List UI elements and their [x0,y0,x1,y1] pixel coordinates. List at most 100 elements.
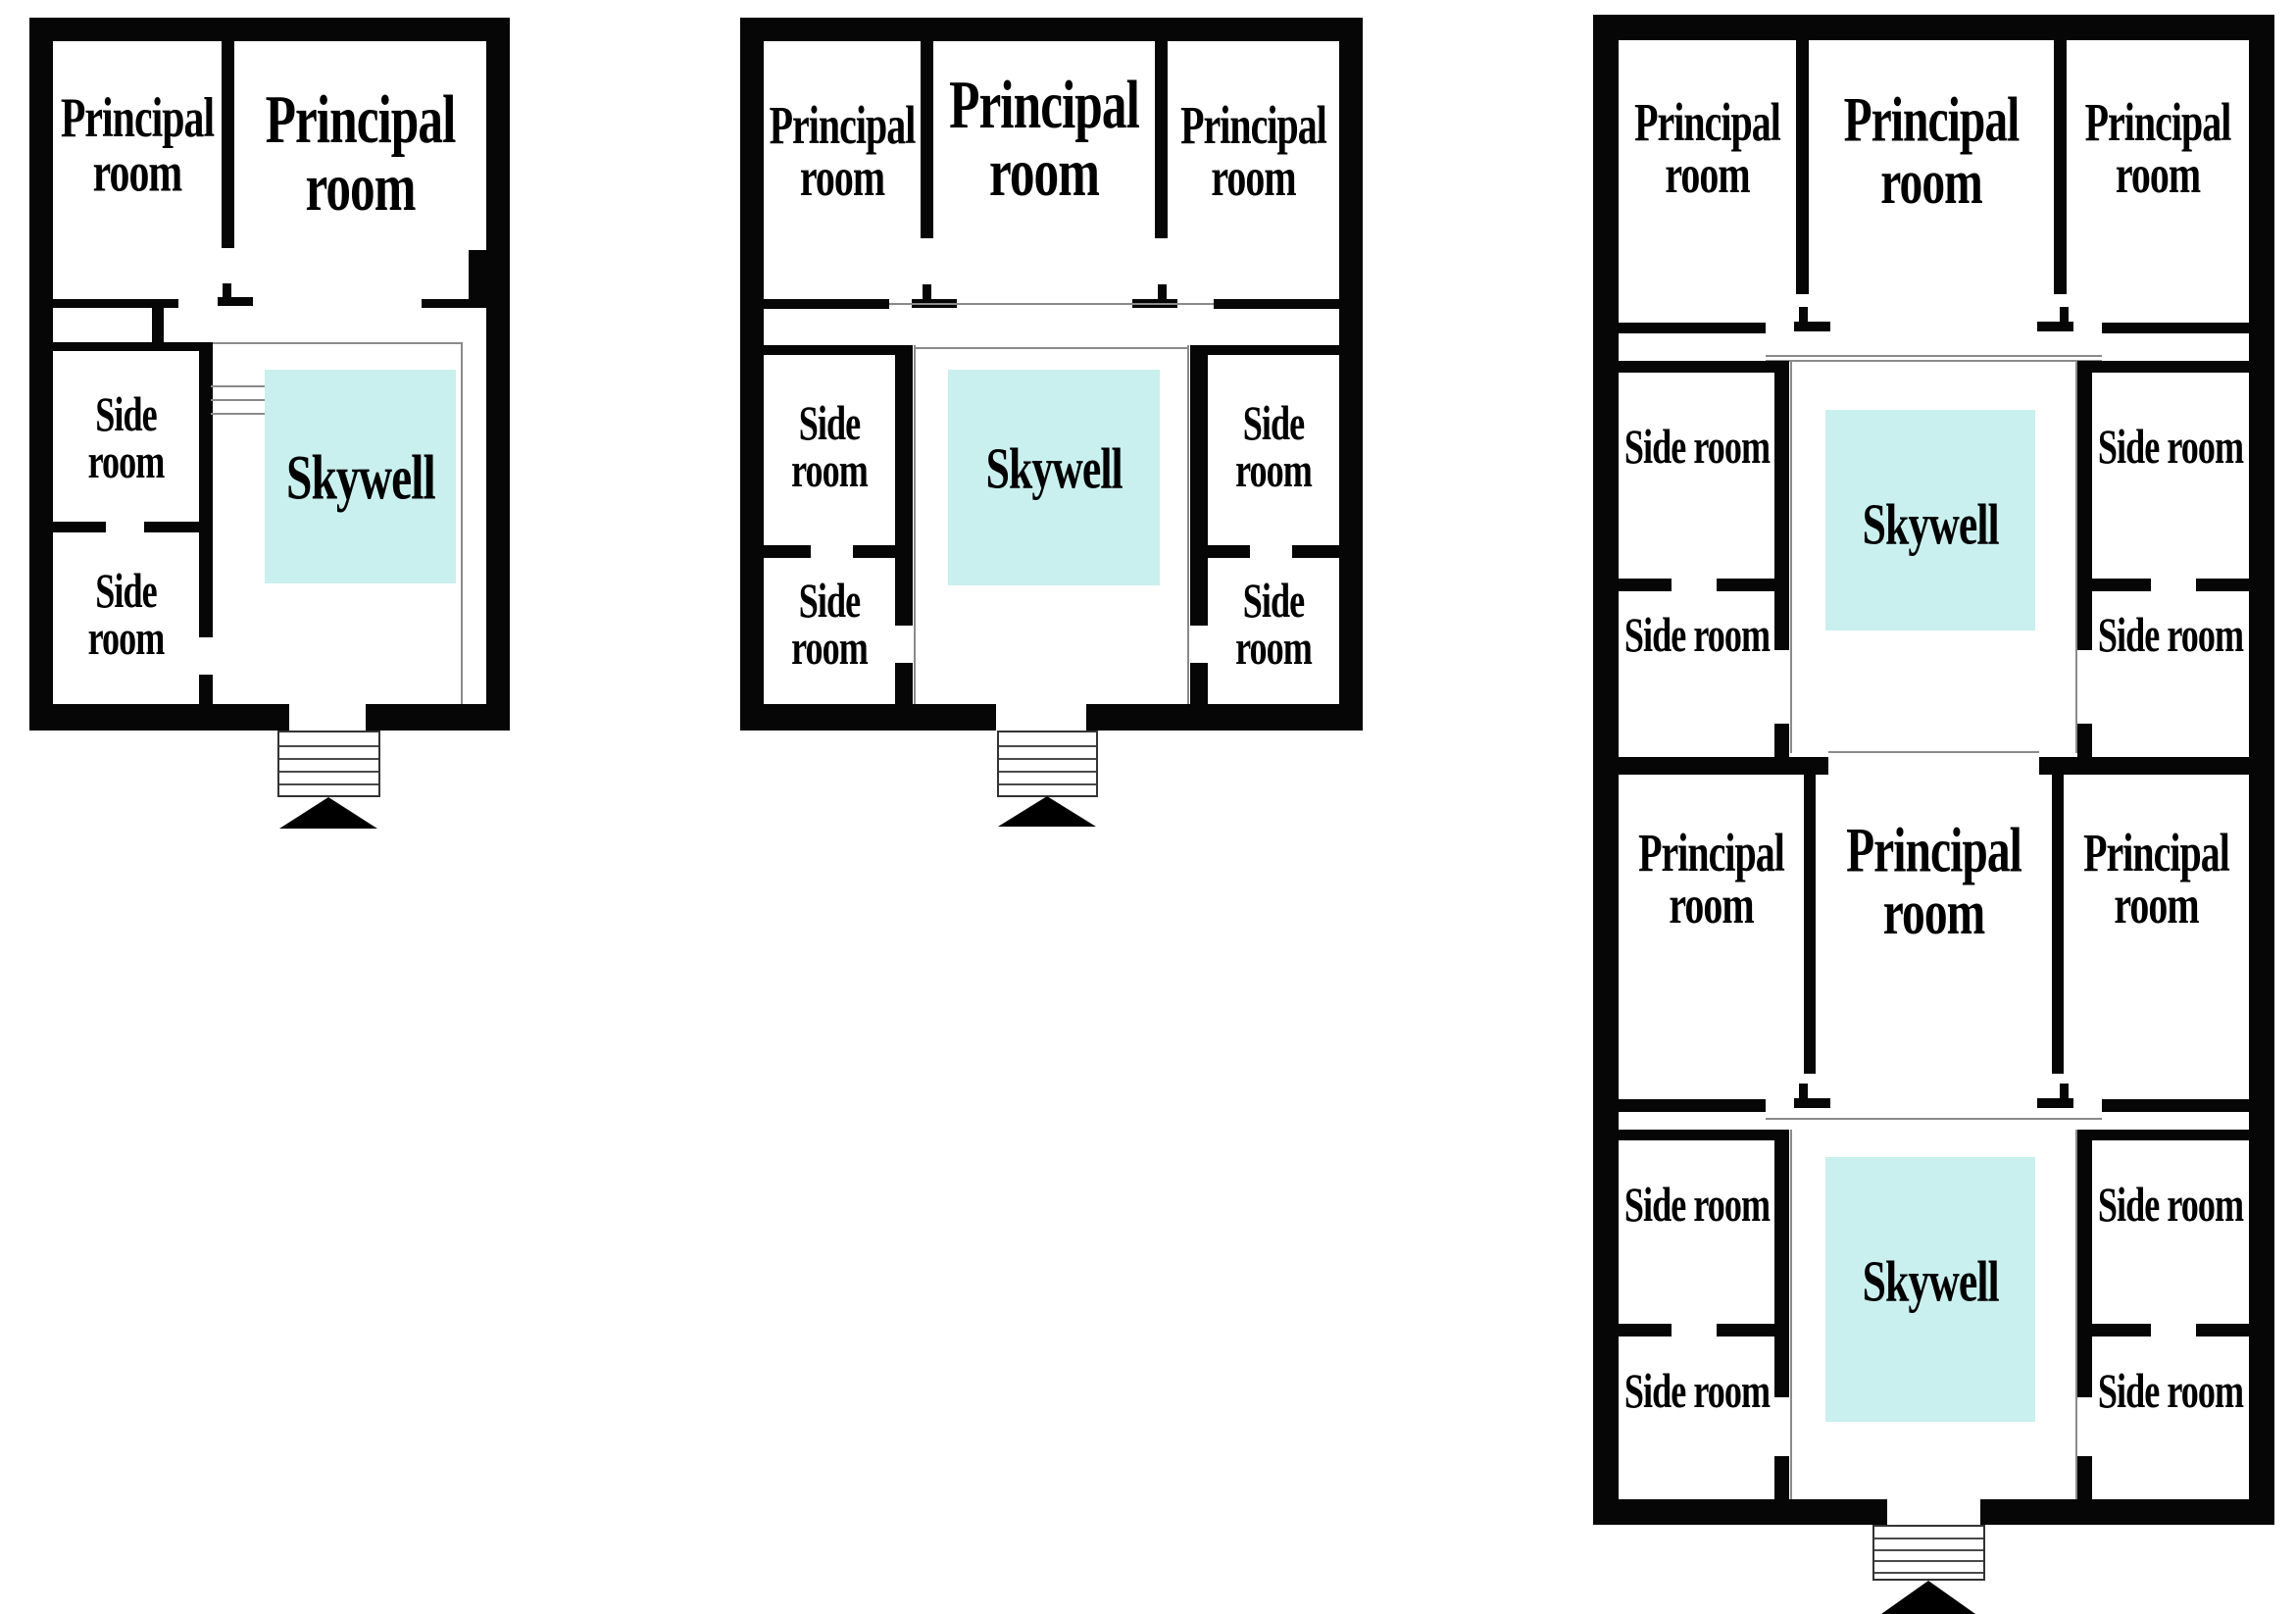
door-jamb-mark-stub [1799,1084,1808,1098]
side-room-label: Side room [87,388,166,490]
wall-side-rooms-right-stub [199,675,213,704]
wall-side-rooms-inner-right [2077,1130,2092,1397]
wall-side-rooms-top-right [2077,361,2249,373]
wall-side-rooms-inner-right-stub [1190,663,1208,704]
skywell-area [1825,410,2035,630]
wall-side-rooms-inner-left-stub [895,663,913,704]
wall-side-room-divider [1619,1324,1672,1337]
principal-room-label: Principal room [769,97,917,209]
skywell-area [948,370,1160,585]
outer-wall-bottom-left [1593,1499,1887,1525]
wall-principal-bottom-right [2102,323,2249,333]
floor-plan-3: Principal room Principal room Principal … [1593,15,2274,1614]
outer-wall-left [740,18,764,731]
courtyard-boundary-line [2075,361,2077,753]
wall-corridor-bottom [53,342,213,351]
entrance-arrow-icon [1881,1581,1975,1614]
stair-tread-line [999,745,1096,747]
wall-connector [152,299,164,351]
wall-side-rooms-inner-left-stub [1774,724,1789,757]
side-room-label: Side room [1235,397,1313,499]
wall-between-principal-rooms [921,41,933,238]
wall-side-rooms-inner-left [1774,1130,1789,1397]
outer-wall-left [29,18,53,731]
wall-principal-bottom-right [1214,299,1339,309]
outer-wall-bottom-right [1980,1499,2274,1525]
wall-side-room-divider [2196,579,2249,591]
wall-side-rooms-inner-left [1774,361,1789,650]
courtyard-boundary-line [1828,751,2039,753]
door-jamb-mark-stub [923,284,931,299]
wall-between-principal-rooms [1155,41,1168,238]
courtyard-boundary-line [2075,1130,2077,1499]
stair-tread-line [279,758,378,760]
wall-side-room-divider [1292,545,1339,558]
wall-principal-top-left [1619,757,1828,775]
stair-tread-line [999,771,1096,773]
threshold-line [213,342,463,344]
courtyard-boundary-line [914,347,1189,349]
side-room-label: Side room [1235,575,1313,677]
skywell-label: Skywell [1862,491,1999,557]
skywell-step-line [211,413,267,415]
outer-wall-left [1593,15,1619,1525]
wall-between-principal-rooms [222,41,234,248]
wall-principal-bottom-right [2102,1099,2249,1112]
entrance-arrow-icon [998,796,1096,827]
principal-room-label: Principal room [1846,813,2022,948]
side-room-label: Side room [791,397,869,499]
threshold-line [889,303,1214,305]
wall-side-rooms-inner-right-stub [2077,724,2092,757]
outer-wall-top [740,18,1363,41]
stair-tread-line [999,758,1096,760]
stair-tread-line [1874,1549,1983,1551]
outer-wall-bottom-right [1086,704,1363,731]
wall-side-rooms-inner-right [2077,361,2092,650]
wall-principal-top-right [2039,757,2249,775]
stair-tread-line [999,783,1096,785]
wall-side-room-divider [1208,545,1250,558]
principal-room-label: Principal room [1634,94,1781,206]
outer-wall-top [29,18,510,41]
courtyard-boundary-line [461,342,463,704]
door-jamb-mark-bar [1794,1098,1830,1108]
wall-principal-bottom-left [1619,1099,1766,1112]
wall-side-rooms-top-left [764,345,913,355]
principal-room-label: Principal room [1843,82,2021,218]
side-room-label: Side room [87,565,166,667]
outer-wall-bottom-right [366,704,510,731]
wall-principal-bottom-left [1619,323,1766,333]
threshold-line [1766,355,2102,357]
wall-between-principal-rooms [2052,775,2064,1074]
door-jamb-mark-bar [2037,322,2073,331]
wall-principal-bottom-left [764,299,889,309]
skywell-area [265,370,456,583]
side-room-label: Side room [1623,609,1771,663]
stair-tread-line [1874,1572,1983,1574]
skywell-area [1825,1157,2035,1422]
skywell-step-line [211,399,267,401]
principal-room-label: Principal room [1180,97,1327,209]
wall-between-principal-rooms [2054,40,2067,294]
wall-side-rooms-top-left [1619,361,1789,373]
principal-room-label: Principal room [949,66,1140,211]
side-room-label: Side room [791,575,869,677]
floor-plan-1: Principal room Principal room Side room … [29,18,510,829]
stair-tread-line [1874,1538,1983,1539]
skywell-step-line [211,385,267,387]
principal-room-label: Principal room [265,80,457,226]
door-jamb-mark-bar [2037,1098,2073,1108]
skywell-label: Skywell [1862,1248,1999,1314]
door-jamb-mark-bar [218,297,253,306]
entrance-arrow-icon [279,797,377,829]
stair-tread-line [279,745,378,747]
stair-tread-line [279,783,378,785]
side-room-label: Side room [2097,609,2244,663]
principal-room-label: Principal room [1638,825,1785,936]
entrance-stairs [997,731,1098,797]
courtyard-boundary-line [1790,1130,1792,1499]
outer-wall-top [1593,15,2274,40]
threshold-line [1766,1118,2102,1120]
courtyard-boundary-line [1790,361,1792,753]
outer-wall-right [1339,18,1363,731]
